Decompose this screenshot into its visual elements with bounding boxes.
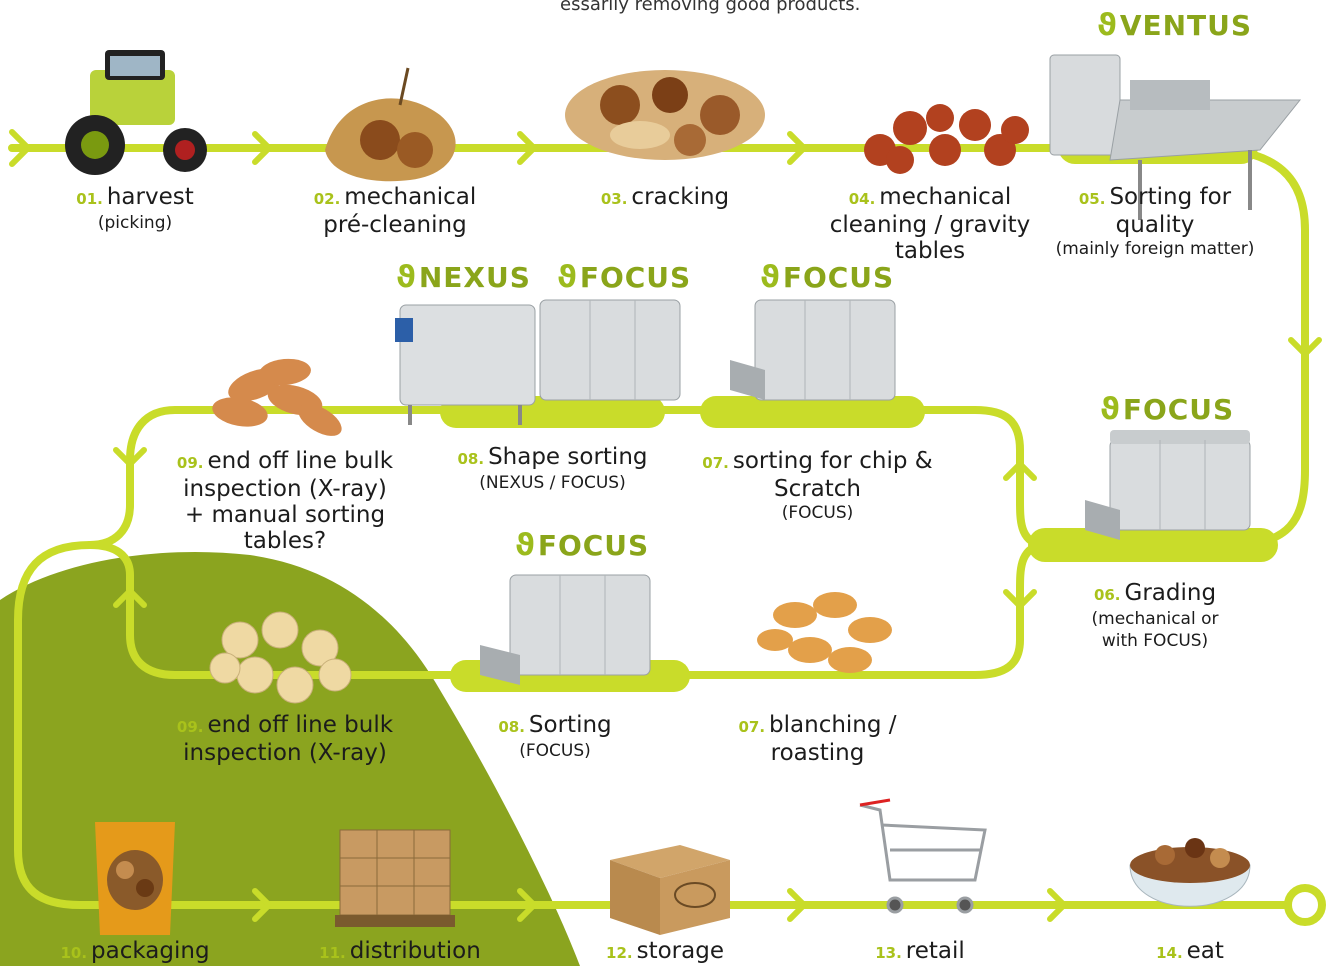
arrow-9: [113, 588, 147, 608]
roasted-peanuts-icon: [757, 592, 892, 673]
arrow-5: [1288, 337, 1322, 357]
step-01-label: 01.harvest (picking): [76, 184, 194, 233]
arrow-12: [787, 888, 807, 922]
step-05-label: 05.Sorting for quality (mainly foreign m…: [1055, 184, 1255, 259]
top-note: essarily removing good products.: [560, 0, 861, 15]
nut-bag-icon: [95, 822, 175, 935]
nut-bowl-icon: [1129, 838, 1251, 907]
step-06-label: 06.Grading (mechanical or with FOCUS): [1091, 580, 1219, 651]
pill-07-chip: [700, 396, 925, 428]
kernels-icon: [864, 104, 1029, 174]
step-07-roasting-label: 07.blanching / roasting: [738, 712, 897, 766]
step-08-sorting-label: 08.Sorting (FOCUS): [498, 712, 612, 761]
arrow-8: [113, 447, 147, 467]
arrow-10: [252, 888, 272, 922]
arrow-7: [1003, 589, 1037, 609]
flow-loop-upper: [86, 406, 1044, 549]
arrow-4: [787, 131, 807, 165]
nexus-focus-machines-icon: [395, 299, 681, 425]
arrow-2: [252, 131, 272, 165]
step-14-label: 14.eat: [1156, 938, 1224, 964]
step-09-xray-manual-label: 09.end off line bulk inspection (X-ray) …: [176, 448, 394, 554]
ventus-machine-icon: [1049, 54, 1302, 220]
hazelnut-husk-icon: [325, 67, 456, 182]
step-10-label: 10.packaging: [60, 938, 210, 964]
step-08-shape-label: 08.Shape sorting (NEXUS / FOCUS): [457, 444, 648, 493]
step-04-label: 04.mechanical cleaning / gravity tables: [829, 184, 1031, 264]
focus-logo-chip: ϑFOCUS: [760, 260, 895, 295]
focus-machine-icon-chip: [730, 299, 896, 401]
focus-logo-sorting: ϑFOCUS: [515, 528, 650, 563]
tractor-icon: [65, 50, 207, 175]
ventus-logo: ϑVENTUS: [1097, 8, 1253, 43]
focus-logo-grading: ϑFOCUS: [1100, 392, 1235, 427]
end-circle: [1284, 884, 1326, 926]
brand-mark-icon: ϑ: [1097, 8, 1118, 43]
arrow-1: [9, 129, 31, 167]
nexus-logo: ϑNEXUS: [396, 260, 531, 295]
step-07-chip-label: 07.sorting for chip & Scratch (FOCUS): [702, 448, 933, 523]
pallet-icon: [335, 829, 455, 927]
cracked-nuts-icon: [565, 70, 765, 160]
arrow-3: [517, 131, 537, 165]
step-11-label: 11.distribution: [319, 938, 481, 964]
pill-06: [1028, 528, 1278, 562]
focus-machine-icon-sorting: [480, 574, 651, 685]
step-09-xray-label: 09.end off line bulk inspection (X-ray): [176, 712, 394, 766]
arrow-13: [1047, 888, 1067, 922]
shopping-cart-icon: [859, 798, 987, 914]
brand-mark-icon: ϑ: [1100, 392, 1121, 427]
brand-mark-icon: ϑ: [515, 528, 536, 563]
brand-mark-icon: ϑ: [760, 260, 781, 295]
focus-logo-shape: ϑFOCUS: [557, 260, 692, 295]
arrow-11: [517, 888, 537, 922]
cardboard-box-icon: [610, 845, 730, 935]
step-13-label: 13.retail: [875, 938, 965, 964]
step-12-label: 12.storage: [606, 938, 724, 964]
flow-down-left: [14, 541, 1289, 909]
brand-mark-icon: ϑ: [396, 260, 417, 295]
blanched-hazelnuts-icon: [209, 611, 352, 704]
focus-machine-icon-grading: [1085, 430, 1251, 540]
step-02-label: 02.mechanical pré-cleaning: [313, 184, 477, 238]
arrow-6: [1003, 461, 1037, 481]
brand-mark-icon: ϑ: [557, 260, 578, 295]
step-03-label: 03.cracking: [600, 184, 730, 210]
almonds-icon: [212, 358, 342, 436]
